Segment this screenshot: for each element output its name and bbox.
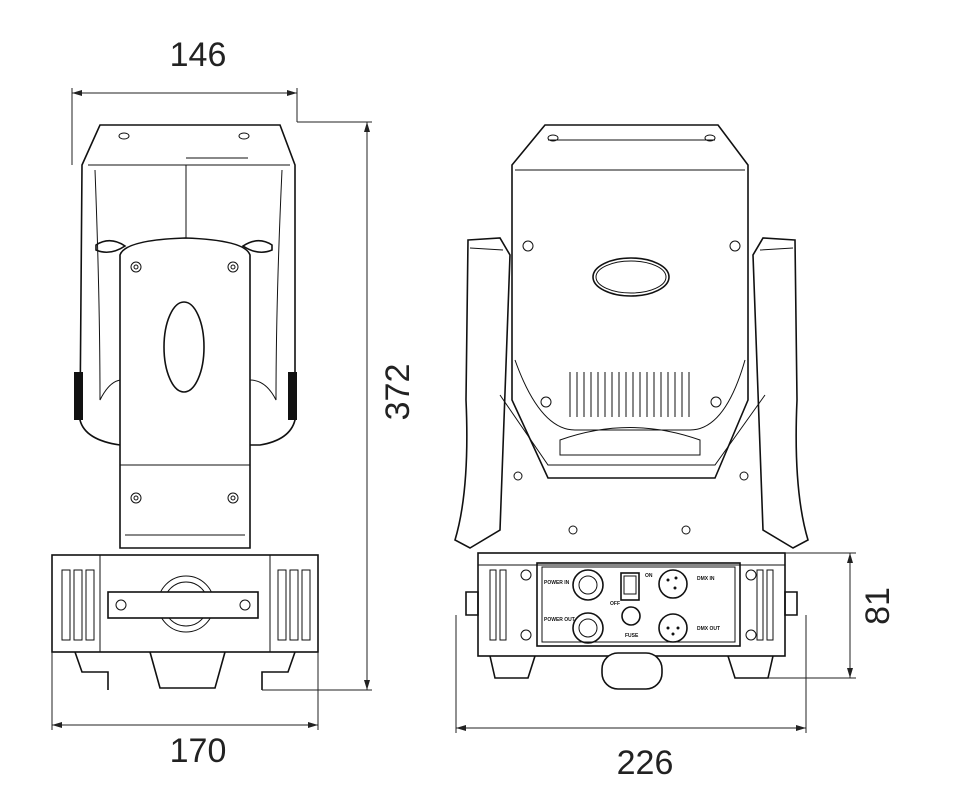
side-view (51, 124, 319, 690)
dimension-label-base-height: 81 (859, 587, 897, 625)
dim-226 (455, 615, 807, 733)
label-switch-off: OFF (610, 601, 620, 607)
vent-slots (569, 372, 690, 417)
power-switch (620, 572, 640, 601)
side-view-arm (119, 237, 251, 549)
label-power-out: POWER OUT (544, 617, 575, 623)
label-fuse: FUSE (625, 633, 639, 639)
fuse-holder (621, 606, 641, 626)
rear-connector-panel: POWER IN POWER OUT ON OFF FUSE DMX IN DM… (520, 562, 757, 647)
dimension-label-height: 372 (379, 364, 417, 421)
label-dmx-in: DMX IN (697, 576, 715, 582)
dimension-lines (51, 88, 856, 733)
dim-372 (262, 121, 372, 691)
side-view-head (74, 124, 297, 446)
label-power-in: POWER IN (544, 580, 570, 586)
front-view: POWER IN POWER OUT ON OFF FUSE DMX IN DM… (454, 124, 809, 690)
dim-81 (768, 552, 856, 679)
dim-146 (71, 88, 298, 165)
power-out-connector (572, 612, 604, 644)
label-switch-on: ON (645, 573, 653, 579)
dimension-label-front-width: 146 (170, 36, 227, 74)
power-in-connector (572, 569, 604, 601)
dimension-label-side-base-width: 170 (170, 732, 227, 770)
front-view-yoke (454, 237, 809, 549)
dimension-label-front-base-width: 226 (617, 744, 674, 782)
front-view-head (499, 124, 766, 535)
dim-170 (51, 652, 319, 730)
dmx-in-connector (658, 569, 688, 599)
label-dmx-out: DMX OUT (697, 626, 720, 632)
front-view-base: POWER IN POWER OUT ON OFF FUSE DMX IN DM… (465, 552, 798, 690)
dmx-out-connector (658, 613, 688, 643)
side-view-base (51, 554, 319, 690)
